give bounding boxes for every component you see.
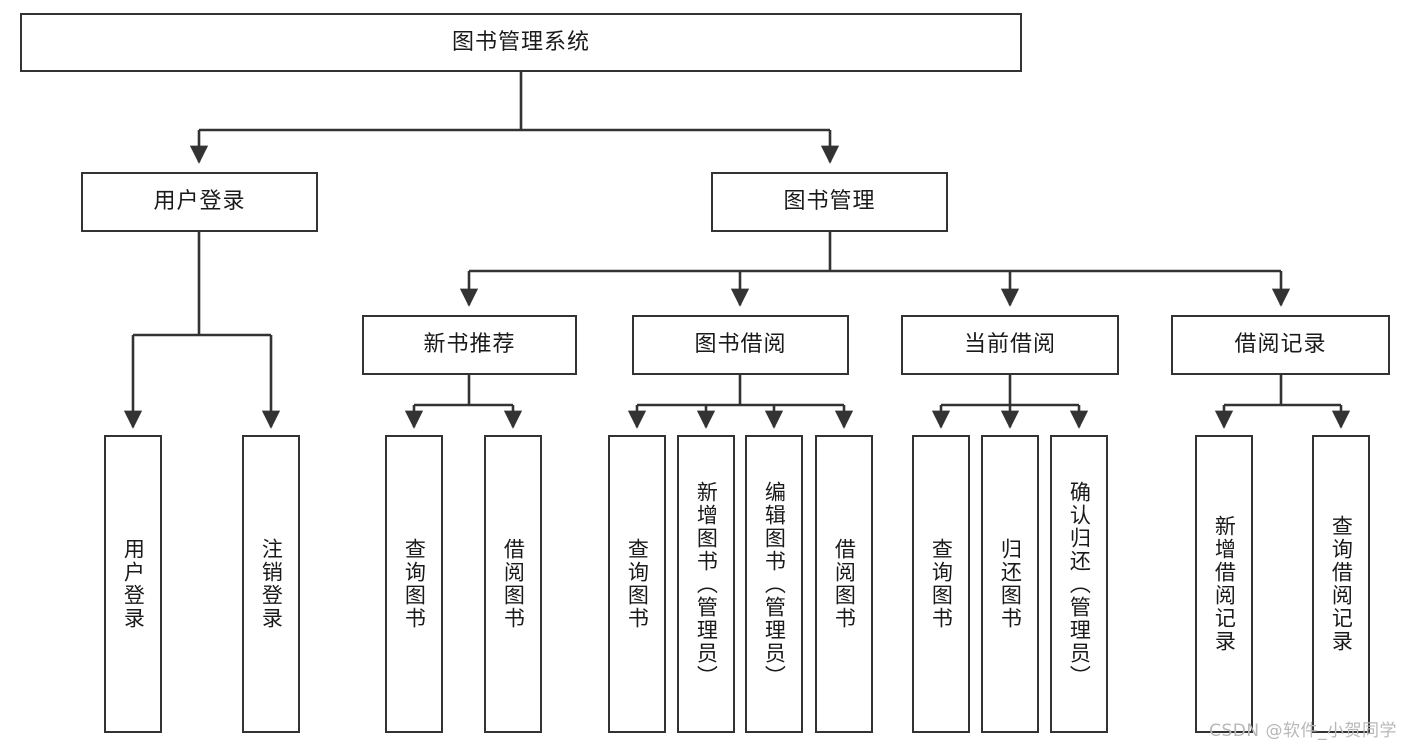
node-label: 编辑图书（管理员） — [762, 480, 787, 688]
leaf-borrow-record-add-record[interactable]: 新增借阅记录 — [1195, 435, 1253, 733]
leaf-book-borrow-borrow-book[interactable]: 借阅图书 — [815, 435, 873, 733]
node-label: 图书管理 — [783, 189, 876, 215]
node-label: 查询图书 — [929, 538, 954, 630]
node-current-borrow[interactable]: 当前借阅 — [901, 315, 1119, 375]
node-book-borrow[interactable]: 图书借阅 — [632, 315, 849, 375]
node-label: 新增借阅记录 — [1212, 515, 1237, 653]
leaf-current-borrow-confirm-return-admin[interactable]: 确认归还（管理员） — [1050, 435, 1108, 733]
node-label: 新书推荐 — [423, 332, 516, 358]
node-label: 查询图书 — [402, 538, 427, 630]
leaf-new-book-query-book[interactable]: 查询图书 — [385, 435, 443, 733]
leaf-book-borrow-add-book-admin[interactable]: 新增图书（管理员） — [677, 435, 735, 733]
node-label: 注销登录 — [259, 538, 284, 630]
node-label: 借阅图书 — [501, 538, 526, 630]
node-label: 图书借阅 — [694, 332, 787, 358]
leaf-book-borrow-edit-book-admin[interactable]: 编辑图书（管理员） — [745, 435, 803, 733]
node-label: 图书管理系统 — [451, 29, 590, 55]
node-label: 新增图书（管理员） — [694, 480, 719, 688]
node-label: 确认归还（管理员） — [1067, 480, 1092, 688]
leaf-current-borrow-query-book[interactable]: 查询图书 — [912, 435, 970, 733]
node-label: 借阅图书 — [832, 538, 857, 630]
watermark: CSDN @软件_小贺同学 — [1209, 721, 1397, 741]
node-root-book-management-system[interactable]: 图书管理系统 — [20, 13, 1022, 72]
node-borrow-record[interactable]: 借阅记录 — [1171, 315, 1390, 375]
node-book-management[interactable]: 图书管理 — [711, 172, 948, 232]
node-label: 用户登录 — [121, 538, 146, 630]
node-label: 当前借阅 — [963, 332, 1056, 358]
leaf-book-borrow-query-book[interactable]: 查询图书 — [608, 435, 666, 733]
node-label: 查询借阅记录 — [1329, 515, 1354, 653]
node-label: 用户登录 — [153, 189, 246, 215]
leaf-current-borrow-return-book[interactable]: 归还图书 — [981, 435, 1039, 733]
node-label: 查询图书 — [625, 538, 650, 630]
leaf-user-login-logout[interactable]: 注销登录 — [242, 435, 300, 733]
leaf-user-login-login[interactable]: 用户登录 — [104, 435, 162, 733]
node-user-login[interactable]: 用户登录 — [81, 172, 318, 232]
leaf-borrow-record-query-record[interactable]: 查询借阅记录 — [1312, 435, 1370, 733]
node-label: 借阅记录 — [1234, 332, 1327, 358]
leaf-new-book-borrow-book[interactable]: 借阅图书 — [484, 435, 542, 733]
node-new-book-recommend[interactable]: 新书推荐 — [362, 315, 577, 375]
node-label: 归还图书 — [998, 538, 1023, 630]
